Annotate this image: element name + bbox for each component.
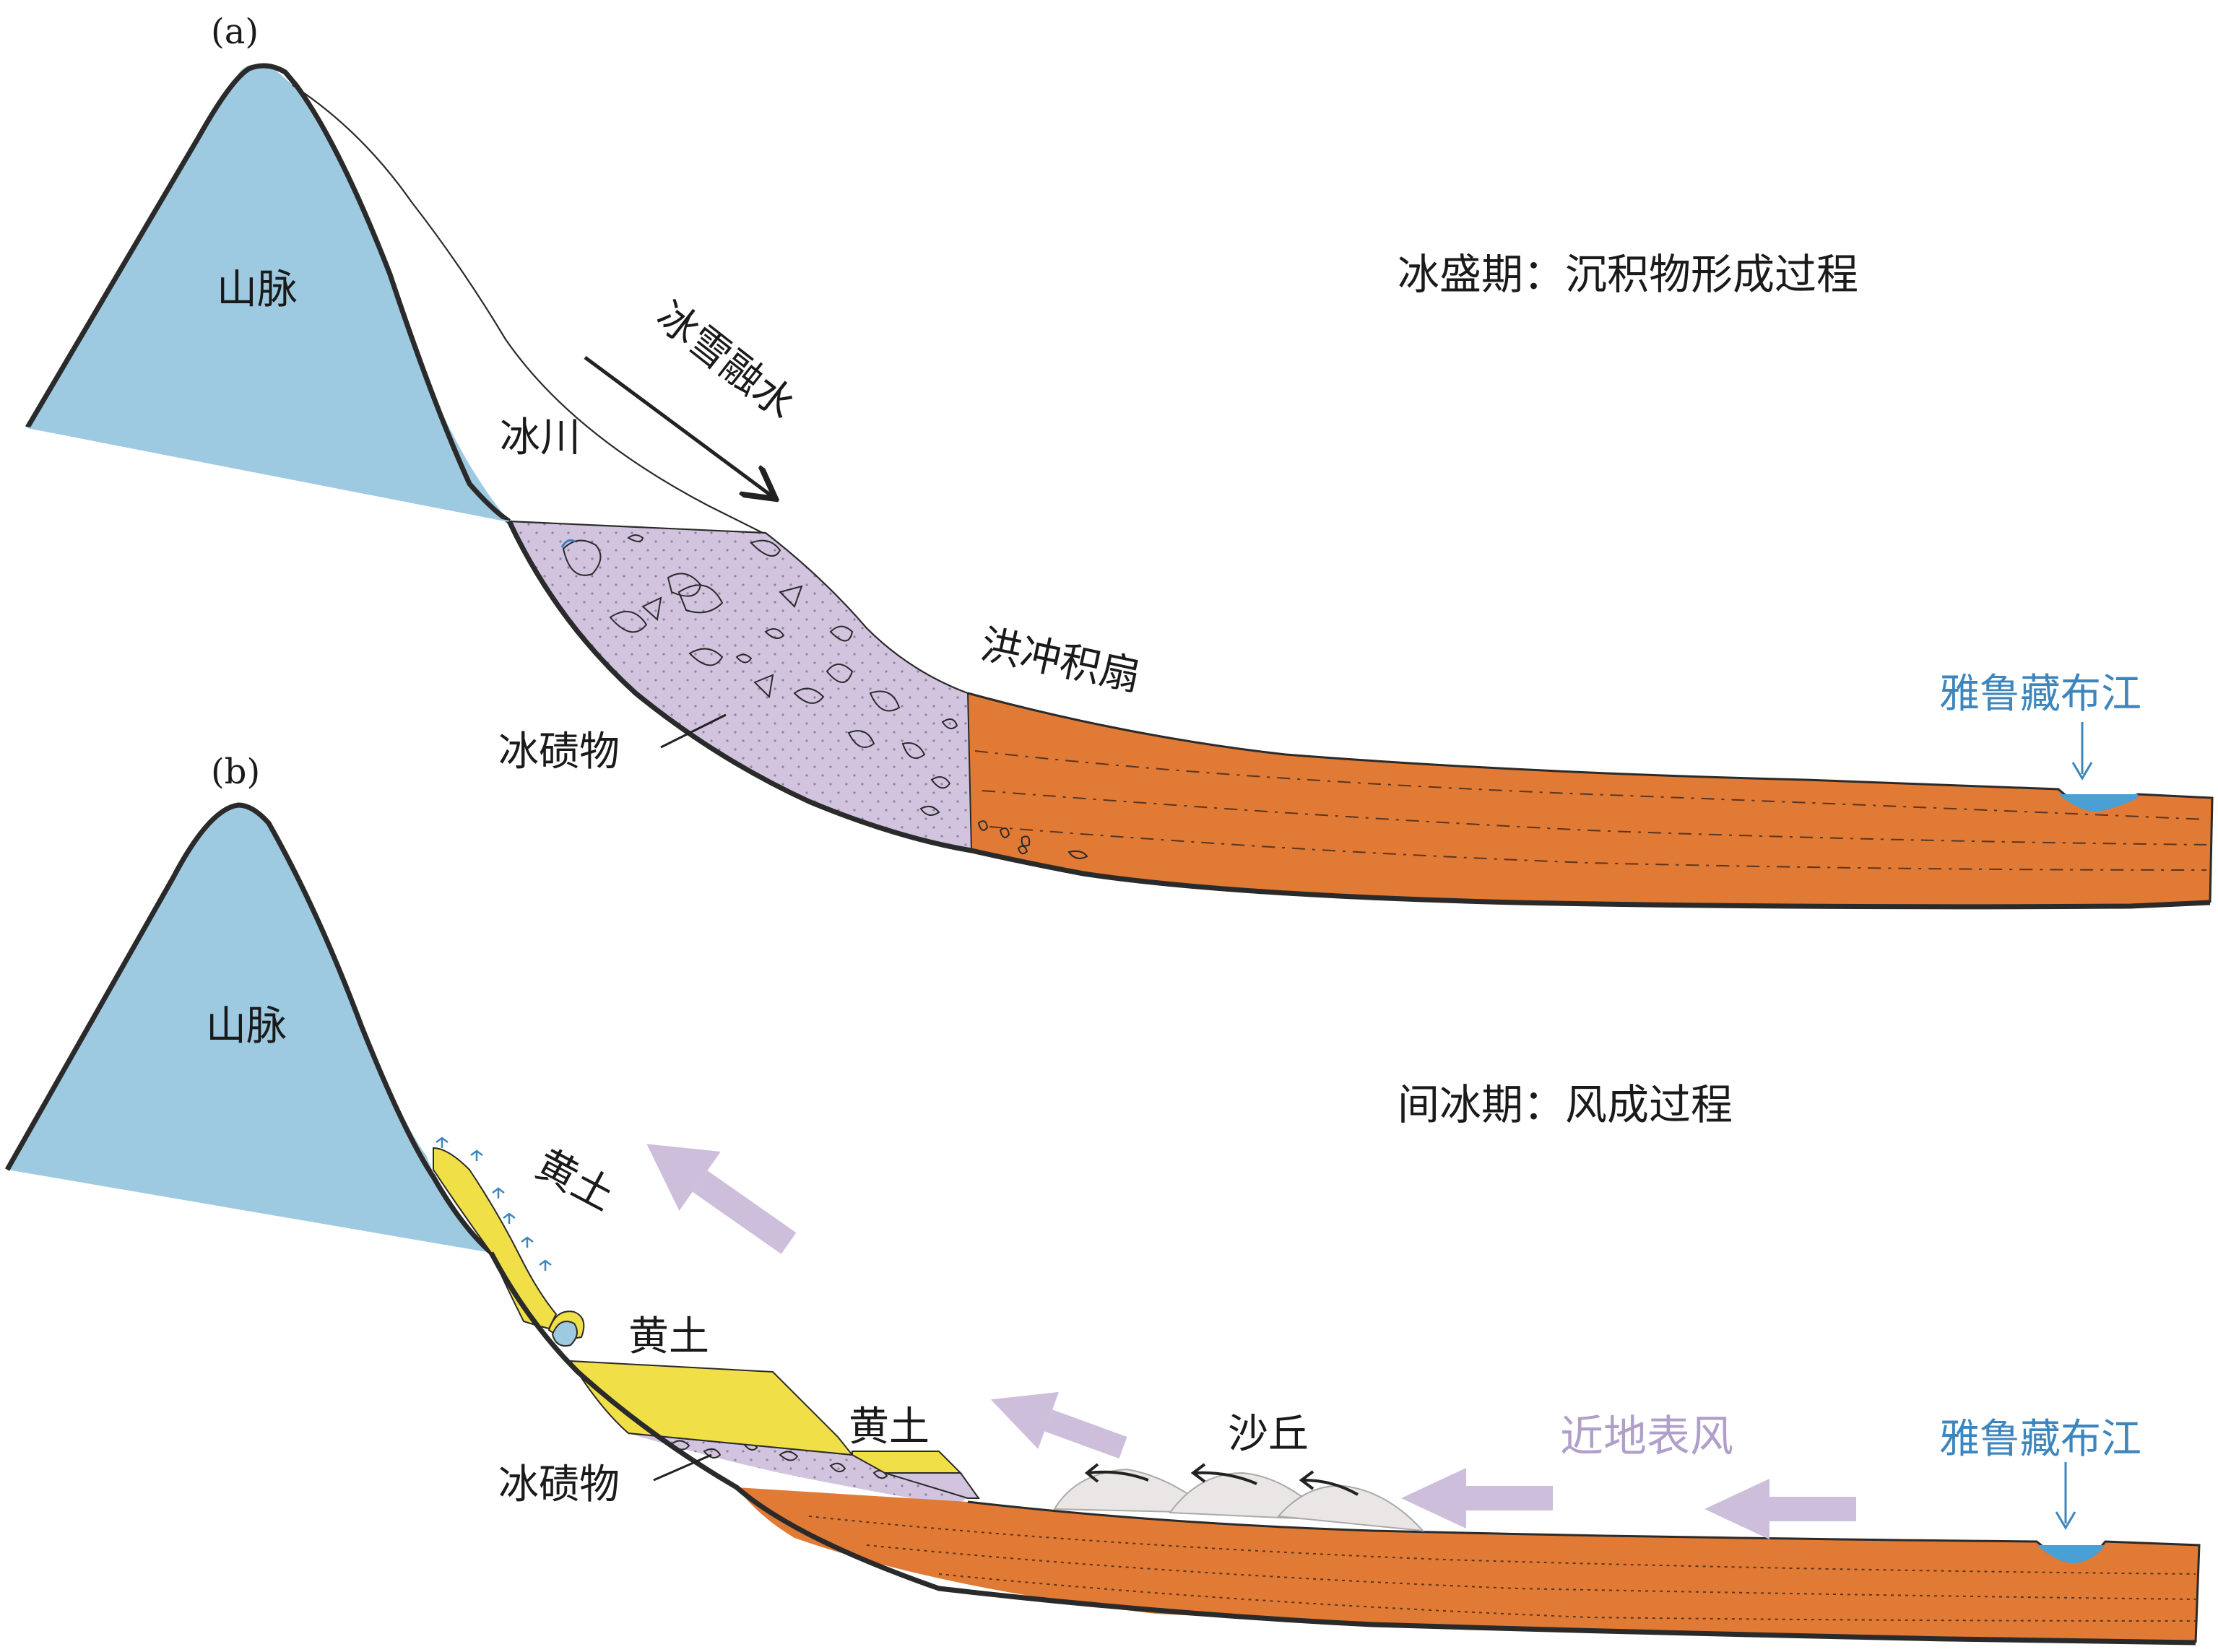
vegetation-tufts	[436, 1136, 552, 1271]
wind-arrow-mid	[990, 1391, 1127, 1459]
fan-b-layers	[808, 1516, 2196, 1622]
water-drop-a	[560, 539, 576, 548]
mountain-a-outline	[25, 63, 511, 523]
wind-arrow-right1	[1401, 1468, 1553, 1529]
label-till-b: 冰碛物	[498, 1461, 620, 1508]
glacier-outline	[292, 84, 766, 535]
fan-clasts-a	[977, 820, 1088, 859]
basin-a-outline	[506, 520, 2211, 910]
label-loess-small: 黄土	[849, 1404, 930, 1451]
panel-a-tag: (a)	[211, 12, 259, 52]
label-mountain-a: 山脉	[217, 266, 298, 313]
till-b-pointer	[653, 1453, 712, 1482]
loess-terrace	[569, 1360, 854, 1456]
panel-b-title: 间冰期：风成过程	[1398, 1080, 1733, 1129]
fan-a	[968, 693, 2212, 907]
till-a-pointer	[660, 713, 727, 749]
loess-small	[852, 1451, 963, 1474]
till-clasts-a	[562, 534, 958, 816]
panel-a-title: 冰盛期：沉积物形成过程	[1398, 250, 1858, 299]
panel-a: (a)	[25, 12, 2214, 910]
label-fan: 洪冲积扇	[976, 621, 1145, 700]
wind-arrow-right2	[1704, 1479, 1856, 1539]
fan-a-layers	[974, 750, 2207, 871]
panel-b-tag: (b)	[211, 752, 260, 792]
basin-b-outline	[488, 1251, 2196, 1646]
label-dune: 沙丘	[1228, 1411, 1309, 1458]
label-meltwater: 冰雪融水	[647, 292, 804, 429]
label-river-b: 雅鲁藏布江	[1939, 1416, 2141, 1463]
label-till-a: 冰碛物	[498, 729, 620, 775]
label-loess-slope: 黄土	[528, 1141, 621, 1220]
fan-b	[737, 1487, 2199, 1643]
wind-arrow-upslope	[646, 1144, 797, 1254]
wind-arrows	[646, 1144, 1856, 1539]
mountain-b-outline	[4, 802, 493, 1255]
mountain-b	[7, 805, 491, 1253]
mountain-a-base	[27, 427, 510, 522]
dune-arrows	[1084, 1463, 1359, 1496]
label-river-a: 雅鲁藏布江	[1939, 671, 2141, 718]
mountain-a	[27, 64, 509, 521]
label-loess-terrace: 黄土	[628, 1313, 709, 1360]
river-a	[2058, 794, 2138, 812]
label-mountain-b: 山脉	[206, 1003, 287, 1050]
label-wind: 近地表风	[1560, 1412, 1733, 1462]
river-b	[2037, 1545, 2105, 1563]
meltwater-arrow	[584, 355, 773, 497]
label-glacier: 冰川	[500, 414, 581, 461]
